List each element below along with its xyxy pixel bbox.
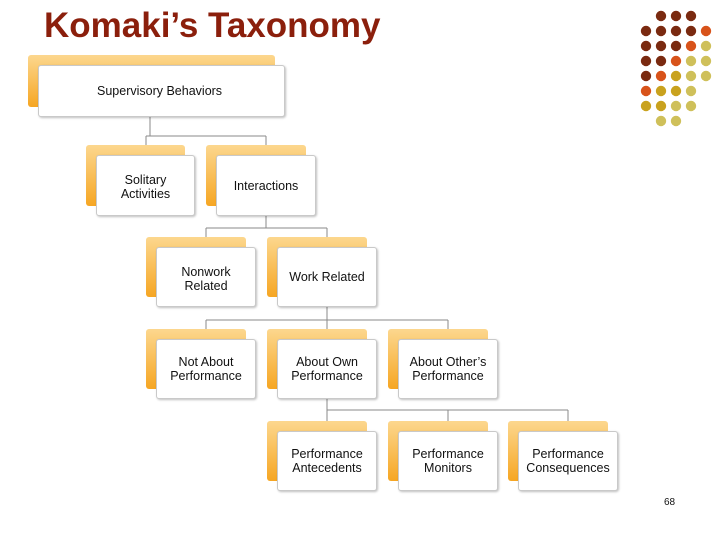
decorative-dot [670,70,682,82]
decorative-dot [670,115,682,127]
decorative-dot [685,100,697,112]
decorative-dot [640,55,652,67]
node-performance-consequences: Performance Consequences [508,421,618,491]
node-performance-monitors: Performance Monitors [388,421,498,491]
decorative-dot [685,70,697,82]
decorative-dot [655,70,667,82]
node-not-about-performance: Not About Performance [146,329,256,399]
decorative-dot [685,85,697,97]
decorative-dot [700,55,712,67]
decorative-dot [685,55,697,67]
decorative-dot [670,85,682,97]
decorative-dot [655,85,667,97]
node-performance-antecedents: Performance Antecedents [267,421,377,491]
decorative-dot [655,55,667,67]
decorative-dot [640,25,652,37]
decorative-dot [655,100,667,112]
decorative-dot [670,10,682,22]
node-interactions: Interactions [206,145,316,216]
decorative-dot [700,40,712,52]
node-solitary-activities: Solitary Activities [86,145,195,216]
page-title: Komaki’s Taxonomy [44,6,381,45]
decorative-dot [655,40,667,52]
node-supervisory-behaviors: Supervisory Behaviors [28,55,285,117]
decorative-dot [670,55,682,67]
page-number: 68 [664,497,676,508]
decorative-dot [685,40,697,52]
decorative-dot [685,25,697,37]
decorative-dot [670,40,682,52]
decorative-dot [640,40,652,52]
node-nonwork-related: Nonwork Related [146,237,256,307]
decorative-dot [670,100,682,112]
decorative-dot [655,115,667,127]
decorative-dot [685,10,697,22]
decorative-dot [700,70,712,82]
node-about-others-performance: About Other’s Performance [388,329,498,399]
decorative-dot [655,25,667,37]
node-about-own-performance: About Own Performance [267,329,377,399]
decorative-dot [670,25,682,37]
decorative-dot [640,85,652,97]
decorative-dot [700,25,712,37]
decorative-dot [640,100,652,112]
decorative-dot [655,10,667,22]
node-work-related: Work Related [267,237,377,307]
decorative-dot [640,70,652,82]
